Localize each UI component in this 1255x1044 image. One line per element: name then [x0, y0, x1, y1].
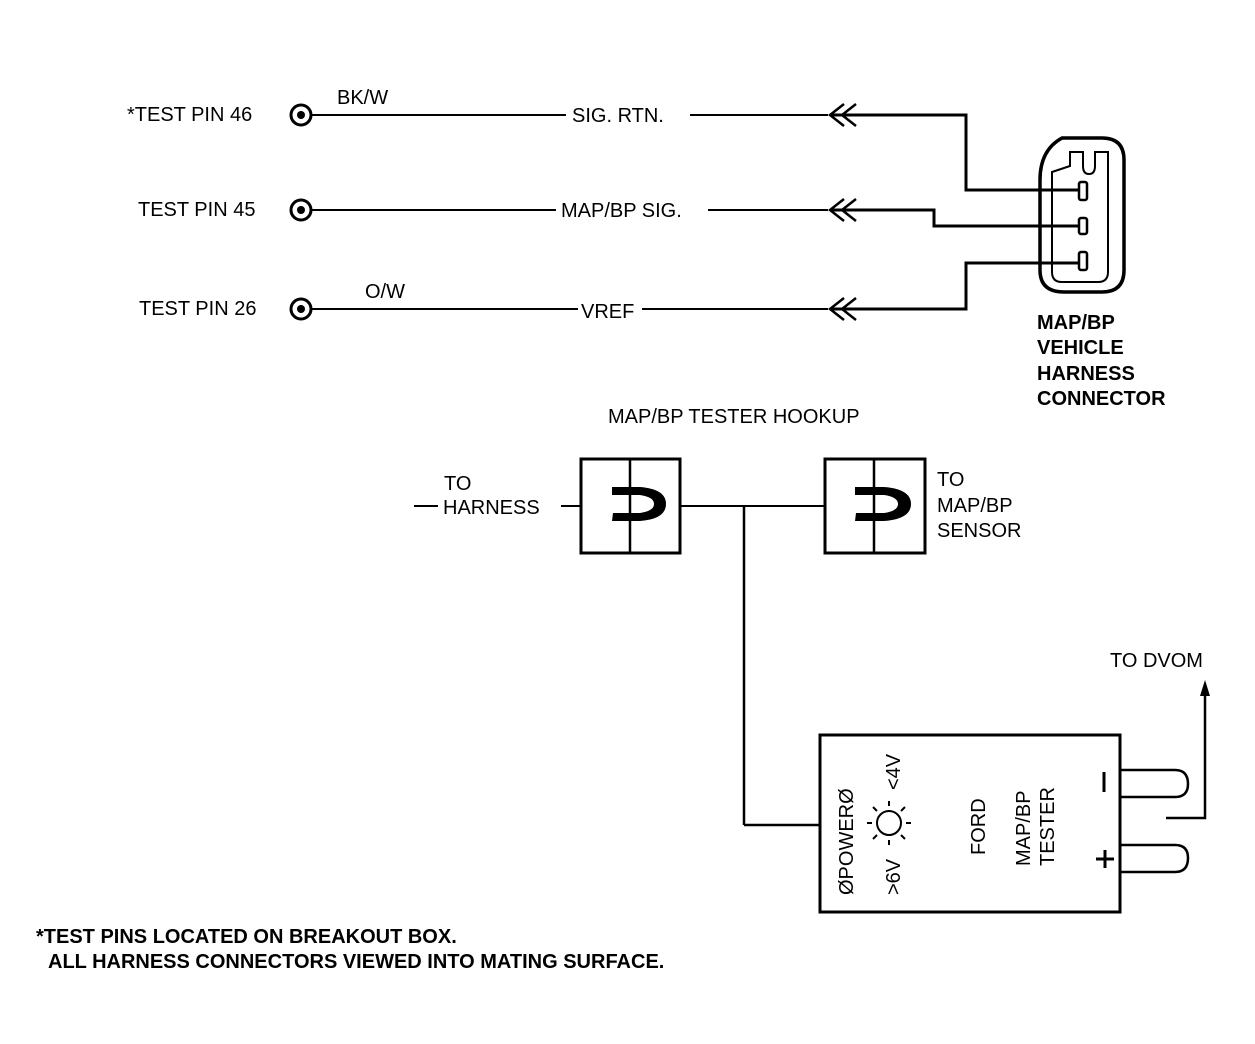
wire [830, 261, 1086, 311]
pin-label: TEST PIN 26 [139, 298, 256, 320]
tester-name-line1: MAP/BP [1013, 790, 1035, 866]
label-line: TO [937, 469, 964, 491]
hookup-title: MAP/BP TESTER HOOKUP [608, 406, 860, 428]
signal-label: VREF [581, 301, 634, 323]
wire-color-label: BK/W [337, 87, 388, 109]
note-line: *TEST PINS LOCATED ON BREAKOUT BOX. [36, 926, 457, 948]
caption-line: VEHICLE [1037, 337, 1124, 359]
negative-lead[interactable] [1120, 768, 1190, 799]
connector-terminal [1077, 180, 1089, 202]
wire [830, 208, 1086, 228]
label-line: HARNESS [443, 497, 540, 519]
pin-row-26: TEST PIN 26 O/W VREF [139, 261, 1086, 323]
signal-label: MAP/BP SIG. [561, 200, 682, 222]
test-pin-jack-icon [289, 297, 313, 321]
label-line: MAP/BP [937, 495, 1013, 517]
test-pin-jack-icon [289, 103, 313, 127]
wire [830, 113, 1086, 192]
positive-lead[interactable] [1120, 843, 1190, 874]
connector-terminal [1077, 216, 1089, 236]
dvom-wire [1166, 690, 1207, 820]
brand-label: FORD [968, 798, 990, 855]
pin-label: *TEST PIN 46 [127, 104, 252, 126]
caption-line: HARNESS [1037, 363, 1135, 385]
indicator-lamp-icon [867, 801, 911, 845]
pin-row-45: TEST PIN 45 MAP/BP SIG. [138, 198, 1086, 228]
note-line: ALL HARNESS CONNECTORS VIEWED INTO MATIN… [48, 951, 664, 973]
map-bp-tester: ØPOWERØ >6V <4V FORD MAP/BP TESTER [818, 733, 1190, 914]
to-harness-label: TO HARNESS [414, 473, 581, 519]
high-voltage-label: <4V [883, 753, 905, 790]
caption-line: MAP/BP [1037, 312, 1115, 334]
test-pin-jack-icon [289, 198, 313, 222]
signal-label: SIG. RTN. [572, 105, 664, 127]
tester-body [818, 733, 1122, 914]
wire-color-label: O/W [365, 281, 405, 303]
tester-name-line2: TESTER [1037, 787, 1059, 866]
low-voltage-label: >6V [883, 858, 905, 895]
pin-label: TEST PIN 45 [138, 199, 255, 221]
footnotes: *TEST PINS LOCATED ON BREAKOUT BOX. ALL … [36, 926, 664, 973]
power-label: ØPOWERØ [836, 788, 858, 895]
caption-line: CONNECTOR [1037, 388, 1166, 410]
arrow-up-icon [1200, 680, 1210, 696]
connector-caption: MAP/BP VEHICLE HARNESS CONNECTOR [1037, 312, 1166, 410]
to-sensor-label: TO MAP/BP SENSOR [937, 469, 1021, 542]
label-line: TO [444, 473, 471, 495]
sensor-adapter-icon [823, 457, 927, 555]
pin-row-46: *TEST PIN 46 BK/W SIG. RTN. [127, 87, 1086, 192]
label-line: SENSOR [937, 520, 1021, 542]
connector-terminal [1077, 250, 1089, 272]
plus-terminal-icon [1096, 850, 1114, 868]
harness-connector-icon [1038, 136, 1126, 294]
to-dvom-label: TO DVOM [1110, 650, 1203, 672]
harness-adapter-icon [579, 457, 682, 555]
